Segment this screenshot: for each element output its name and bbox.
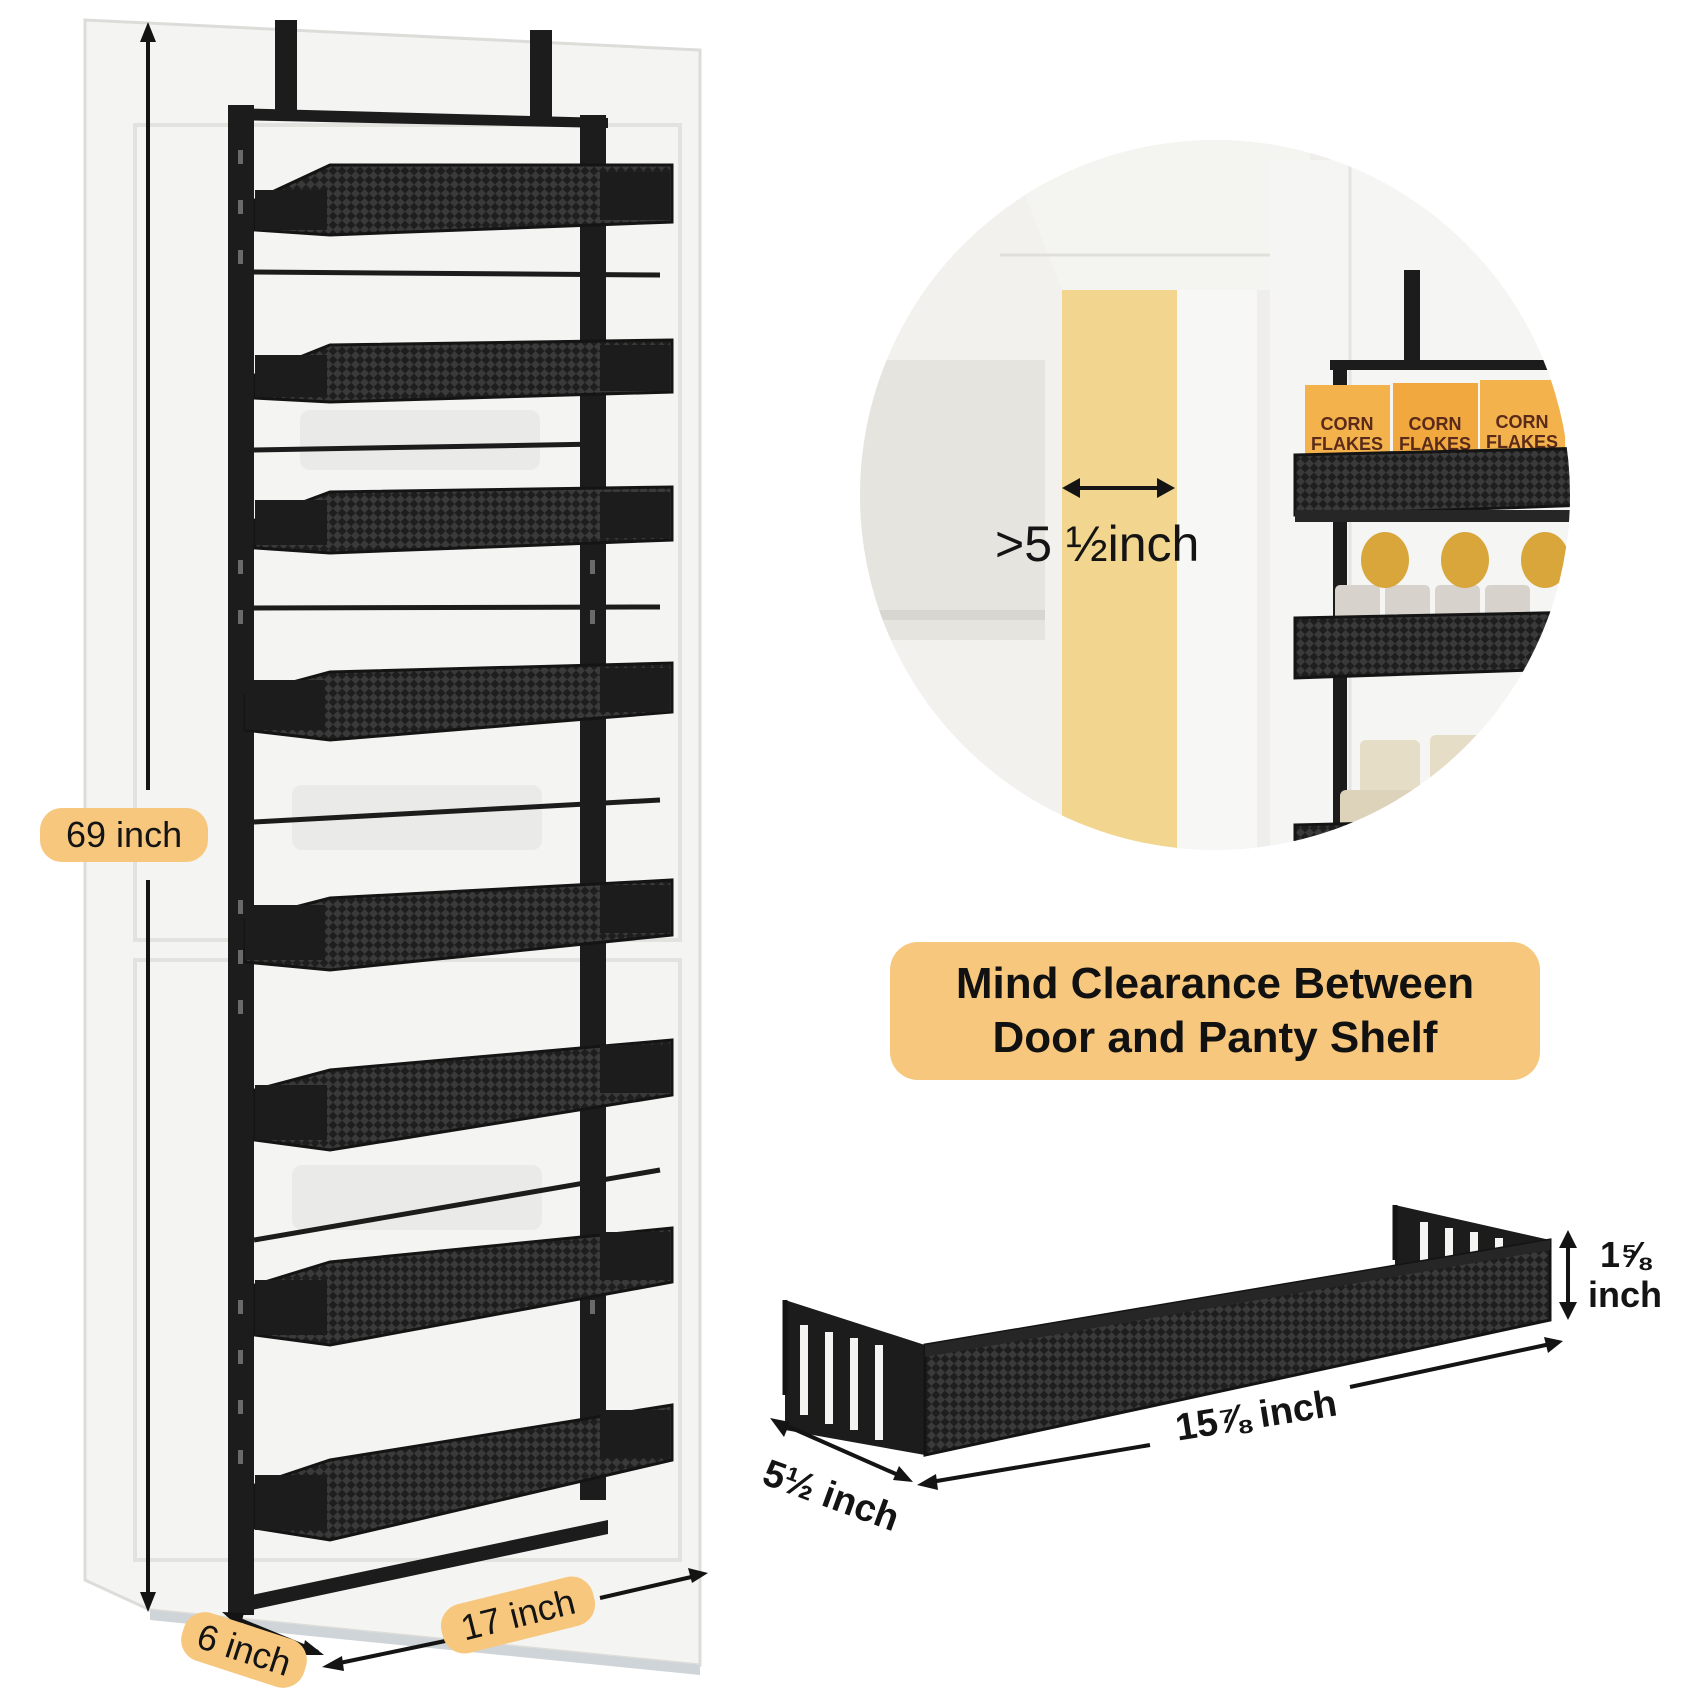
width-dimension-line bbox=[322, 1568, 708, 1671]
cereal-box-text: CORN bbox=[1321, 414, 1374, 434]
basket-height-label: 1⅝ inch bbox=[1588, 1235, 1662, 1315]
basket-height-arrow bbox=[1559, 1230, 1577, 1320]
basket-depth-arrow bbox=[770, 1418, 913, 1482]
rack-basket bbox=[253, 338, 674, 404]
clearance-label: >5 ½inch bbox=[995, 516, 1200, 572]
rack-basket bbox=[243, 878, 674, 972]
door-frame-gap bbox=[1062, 290, 1177, 850]
rack-basket bbox=[253, 163, 674, 237]
rack-hook-right bbox=[530, 30, 552, 120]
rack-basket bbox=[253, 1403, 674, 1542]
cereal-box-text: CORN bbox=[1496, 412, 1549, 432]
banner-line-2: Door and Panty Shelf bbox=[992, 1013, 1438, 1062]
banner-line-1: Mind Clearance Between bbox=[955, 959, 1475, 1008]
cereal-box-text: FLAKES bbox=[1399, 434, 1471, 454]
rack-hook-left bbox=[275, 20, 297, 110]
basket-detail bbox=[782, 1205, 1552, 1457]
clearance-inset-photo: CORN FLAKES CORN FLAKES CORN FLAKES bbox=[860, 140, 1570, 850]
basket-height-unit: inch bbox=[1588, 1274, 1663, 1315]
height-label: 69 inch bbox=[40, 808, 209, 862]
basket-height-value: 1⅝ bbox=[1599, 1234, 1651, 1275]
rack-basket bbox=[253, 485, 674, 555]
basket-length-arrow bbox=[917, 1337, 1563, 1490]
height-dimension-line bbox=[140, 22, 156, 1612]
clearance-banner: Mind Clearance Between Door and Panty Sh… bbox=[890, 942, 1540, 1080]
cereal-box-text: CORN bbox=[1409, 414, 1462, 434]
clearance-arrow bbox=[1062, 478, 1175, 498]
rack-basket bbox=[253, 1226, 674, 1347]
cereal-box-text: FLAKES bbox=[1311, 434, 1383, 454]
rack-basket bbox=[243, 661, 674, 742]
cereal-box-text: FLAKES bbox=[1486, 432, 1558, 452]
rack-upright-left bbox=[228, 105, 254, 1615]
rack-basket bbox=[253, 1038, 674, 1152]
